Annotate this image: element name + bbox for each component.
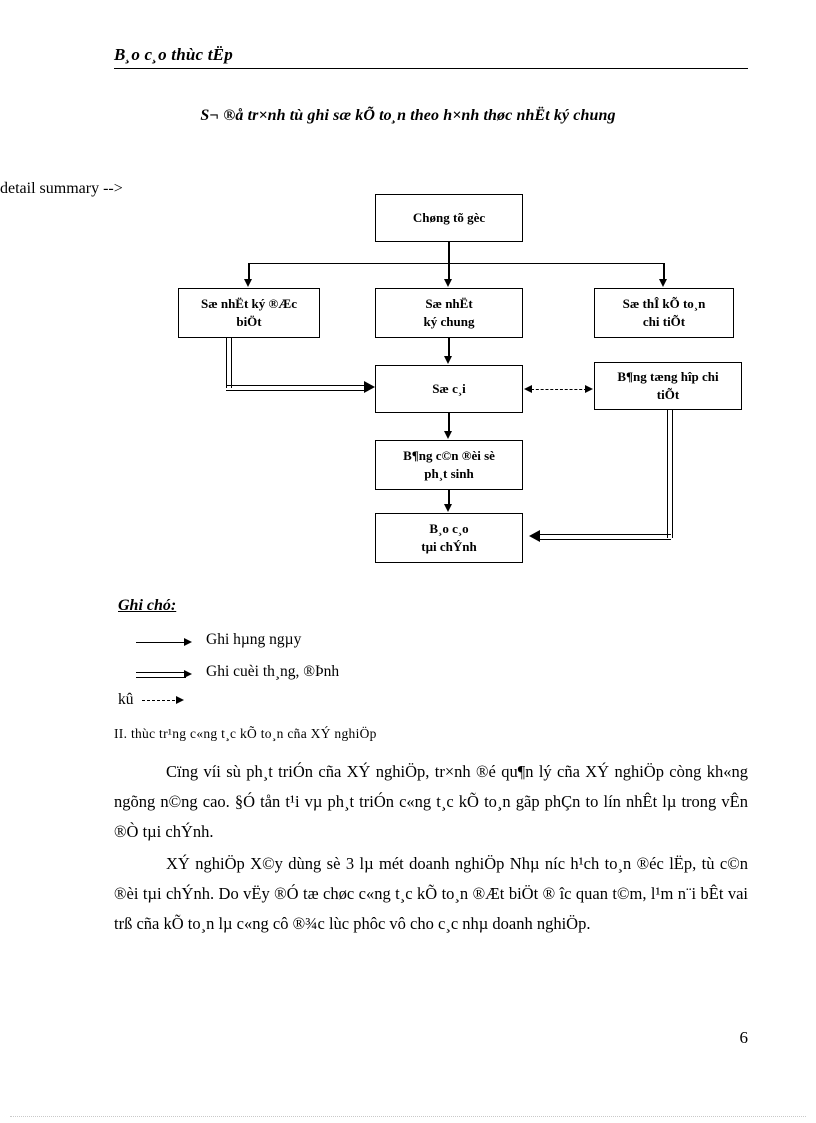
connector-special-down-double — [226, 338, 232, 388]
connector-source-down — [448, 242, 450, 264]
arrowhead-down-detail — [659, 279, 667, 287]
legend-item-label: Ghi cuèi th¸ng, ®Þnh — [206, 663, 340, 680]
connector-journal-to-ledger — [448, 338, 450, 357]
node-label: Sæ thÎ kÕ to¸n chi tiÕt — [622, 296, 706, 329]
connector-ledger-summary-dashed — [531, 388, 587, 390]
arrowhead-right-ledger-from-special — [364, 381, 375, 393]
section-heading: II. thùc tr¹ng c«ng t¸c kÕ to¸n cña XÝ n… — [114, 726, 377, 741]
body-text: Cïng víi sù ph¸t triÓn cña XÝ nghiÖp, tr… — [114, 757, 748, 939]
connector-drop-journal — [448, 263, 450, 280]
connector-special-right-double — [226, 385, 368, 391]
page-number: 6 — [739, 1028, 749, 1047]
legend-item-cross-check: kû — [118, 691, 618, 721]
node-label: B¸o c¸o tµi chÝnh — [421, 521, 477, 554]
legend-title: Ghi chó: — [118, 597, 177, 614]
legend-third-line-text: kû — [118, 691, 134, 708]
legend-item-daily: Ghi hµng ngµy — [118, 627, 618, 659]
connector-drop-special — [248, 263, 250, 280]
connector-summary-down-double — [667, 410, 673, 538]
flow-node-financial-report: B¸o c¸o tµi chÝnh — [375, 513, 523, 563]
flow-node-detail-summary: B¶ng tæng hîp chi tiÕt — [594, 362, 742, 410]
connector-ledger-to-trial — [448, 413, 450, 432]
arrowhead-down-special — [244, 279, 252, 287]
arrowhead-right-summary — [585, 384, 593, 393]
arrowhead-down-ledger — [444, 356, 452, 364]
dashed-arrow-icon — [142, 696, 202, 708]
header-rule — [114, 68, 748, 69]
accounting-flowchart: Chøng tõ gèc Sæ nhËt ký ®Æc biÖt Sæ nhËt… — [0, 180, 816, 580]
arrowhead-left-report — [529, 530, 540, 542]
connector-distribution-bar — [248, 263, 665, 265]
flow-node-general-ledger: Sæ c¸i — [375, 365, 523, 413]
legend-item-label: Ghi hµng ngµy — [206, 631, 302, 648]
arrowhead-down-trial — [444, 431, 452, 439]
node-label: B¶ng tæng hîp chi tiÕt — [617, 369, 719, 402]
double-arrow-icon — [136, 670, 198, 680]
legend-item-periodic: Ghi cuèi th¸ng, ®Þnh — [118, 659, 618, 691]
flow-node-trial-balance: B¶ng c©n ®èi sè ph¸t sinh — [375, 440, 523, 490]
arrowhead-down-journal — [444, 279, 452, 287]
connector-trial-to-report — [448, 490, 450, 506]
node-label: Sæ nhËt ký ®Æc biÖt — [200, 296, 298, 329]
node-label: Chøng tõ gèc — [412, 210, 486, 226]
arrowhead-left-ledger — [524, 384, 532, 393]
connector-drop-detail — [663, 263, 665, 280]
flow-node-detail-cards: Sæ thÎ kÕ to¸n chi tiÕt — [594, 288, 734, 338]
connector-summary-left-double — [540, 534, 671, 540]
thin-arrow-icon — [136, 638, 198, 648]
node-label: Sæ nhËt ký chung — [423, 296, 475, 329]
legend: Ghi chó: Ghi hµng ngµy Ghi cuèi th¸ng, ®… — [118, 597, 618, 721]
node-label: B¶ng c©n ®èi sè ph¸t sinh — [403, 448, 495, 481]
running-title: B¸o c¸o thùc tËp — [114, 45, 233, 64]
arrowhead-down-report — [444, 504, 452, 512]
node-label: Sæ c¸i — [432, 381, 466, 397]
figure-title: S¬ ®å tr×nh tù ghi sæ kÕ to¸n theo h×nh … — [200, 107, 616, 124]
paragraph: Cïng víi sù ph¸t triÓn cña XÝ nghiÖp, tr… — [114, 762, 748, 841]
flow-node-general-journal: Sæ nhËt ký chung — [375, 288, 523, 338]
flow-node-special-journal: Sæ nhËt ký ®Æc biÖt — [178, 288, 320, 338]
flow-node-source-documents: Chøng tõ gèc — [375, 194, 523, 242]
paragraph: XÝ nghiÖp X©y dùng sè 3 lµ mét doanh ngh… — [114, 854, 748, 933]
document-header: B¸o c¸o thùc tËp — [114, 45, 748, 69]
scan-edge-artifact — [10, 1116, 806, 1117]
